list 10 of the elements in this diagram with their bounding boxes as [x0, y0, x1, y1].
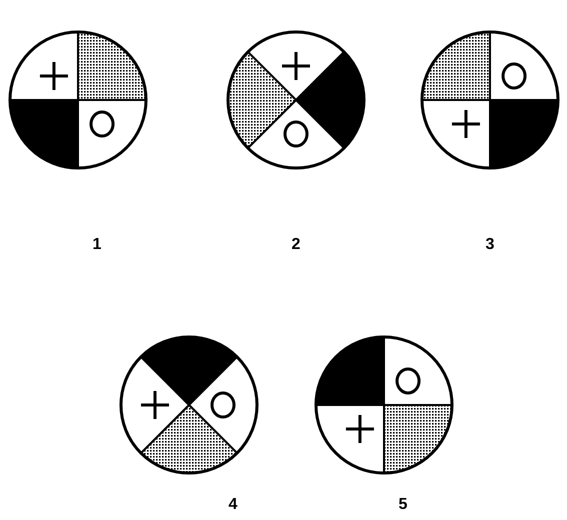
- figure-number: 1: [92, 236, 102, 254]
- figure-number: 3: [486, 236, 494, 254]
- quadrant-disc-drawing: [312, 333, 456, 477]
- quadrant-disc-drawing: [6, 28, 150, 172]
- quadrant-disc-drawing: [418, 28, 562, 172]
- figure-number: 4: [228, 496, 238, 514]
- quadrant-disc-drawing: [117, 333, 261, 477]
- quadrant-disc-drawing: [224, 28, 368, 172]
- figure-number: 2: [292, 236, 300, 254]
- figure-number: 5: [398, 496, 408, 514]
